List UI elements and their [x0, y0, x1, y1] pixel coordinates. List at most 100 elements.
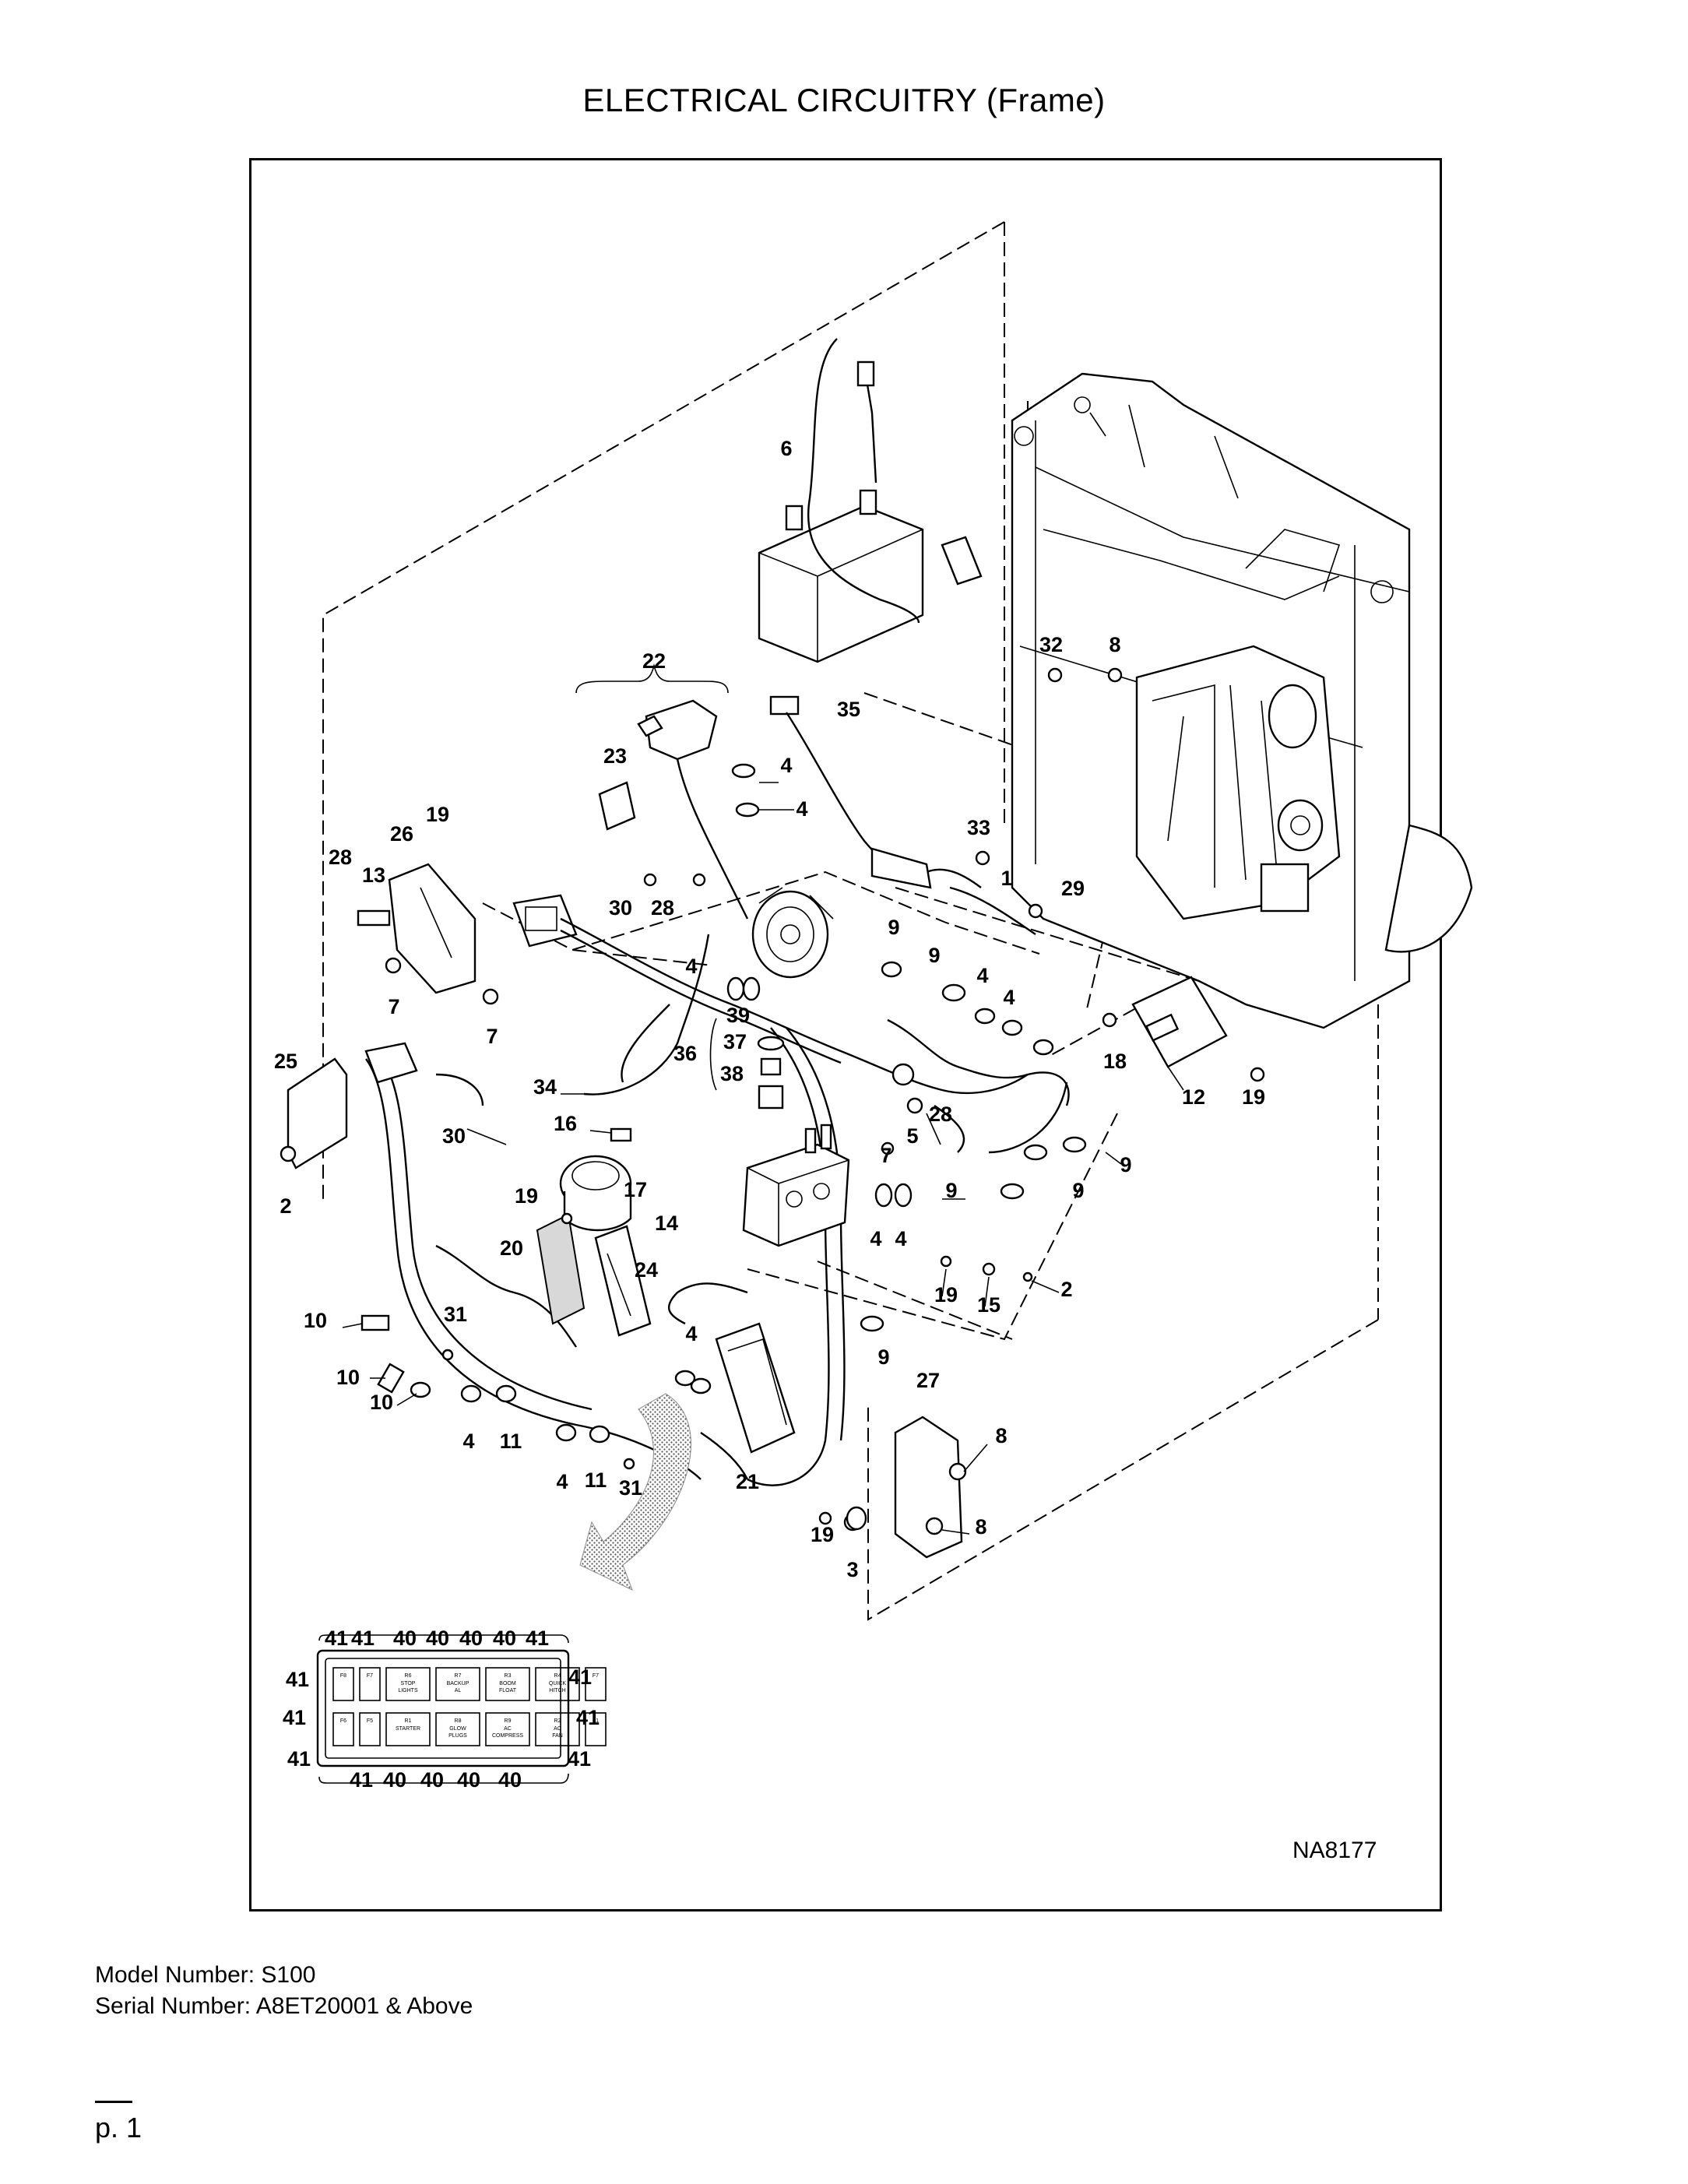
callout-7: 7 — [880, 1144, 891, 1167]
callout-17: 17 — [624, 1178, 647, 1201]
fuse-slot — [359, 1667, 381, 1701]
drawing-number: NA8177 — [1292, 1838, 1377, 1863]
callout-40: 40 — [426, 1627, 449, 1650]
fuse-slot — [585, 1667, 607, 1701]
callout-18: 18 — [1103, 1050, 1127, 1073]
fuse-label: STARTER — [396, 1726, 420, 1732]
callout-13: 13 — [362, 863, 385, 887]
callout-32: 32 — [1039, 633, 1063, 656]
fuse-code: F7 — [593, 1673, 599, 1679]
callout-41: 41 — [283, 1706, 306, 1729]
alternator — [751, 887, 834, 979]
callout-40: 40 — [383, 1768, 406, 1792]
callout-41: 41 — [568, 1665, 592, 1689]
fuse-code: R7 — [455, 1673, 462, 1679]
callout-1: 1 — [1000, 867, 1012, 890]
lower-right-bracket — [843, 1416, 967, 1559]
callout-28: 28 — [329, 846, 352, 869]
battery-assembly — [758, 338, 983, 663]
callout-5: 5 — [906, 1124, 918, 1148]
fuse-slot — [485, 1712, 530, 1746]
callout-7: 7 — [486, 1025, 498, 1048]
fuse-label: AC — [504, 1726, 512, 1732]
callout-31: 31 — [619, 1476, 642, 1500]
model-number: Model Number: S100 — [95, 1962, 316, 1988]
callout-9: 9 — [945, 1179, 957, 1202]
callout-9: 9 — [1072, 1179, 1084, 1202]
callout-40: 40 — [393, 1627, 417, 1650]
fuse-code: F6 — [340, 1718, 346, 1724]
callout-41: 41 — [568, 1747, 591, 1771]
fuse-code: R8 — [455, 1718, 462, 1724]
callout-35: 35 — [837, 698, 860, 721]
fuse-slot — [359, 1712, 381, 1746]
fuse-code: F8 — [340, 1673, 346, 1679]
page-number: p. 1 — [95, 2112, 142, 2144]
fuse-label: AC — [554, 1726, 561, 1732]
callout-36: 36 — [673, 1042, 697, 1065]
callout-4: 4 — [1003, 986, 1015, 1009]
callout-38: 38 — [720, 1062, 744, 1085]
callout-14: 14 — [655, 1212, 678, 1235]
callout-4: 4 — [685, 955, 697, 978]
callout-10: 10 — [304, 1309, 327, 1332]
fuse-code: F1 — [593, 1718, 599, 1724]
fuse-slot — [535, 1667, 580, 1701]
fuse-label: HITCH — [549, 1688, 565, 1693]
callout-41: 41 — [526, 1627, 549, 1650]
callout-7: 7 — [388, 995, 399, 1018]
fuse-label: GLOW — [449, 1726, 466, 1732]
page-title: ELECTRICAL CIRCUITRY (Frame) — [582, 82, 1106, 118]
callout-16: 16 — [554, 1112, 577, 1135]
access-panel — [1102, 976, 1265, 1082]
fuse-code: R2 — [554, 1718, 561, 1724]
callout-40: 40 — [420, 1768, 444, 1792]
callout-19: 19 — [934, 1283, 958, 1307]
controller-module — [715, 1322, 796, 1454]
callout-31: 31 — [444, 1303, 467, 1326]
control-valve-block — [742, 1124, 850, 1247]
callout-4: 4 — [462, 1430, 474, 1453]
callout-27: 27 — [916, 1369, 940, 1392]
fuse-label: BACKUP — [447, 1681, 469, 1686]
callout-19: 19 — [811, 1523, 834, 1546]
fuse-slot — [585, 1712, 607, 1746]
fuse-code: R4 — [554, 1673, 561, 1679]
callout-41: 41 — [351, 1627, 375, 1650]
callout-23: 23 — [603, 744, 627, 768]
callout-37: 37 — [723, 1030, 747, 1053]
callout-20: 20 — [500, 1236, 523, 1260]
callout-4: 4 — [796, 797, 807, 821]
diagram-frame — [249, 158, 1442, 1911]
serial-number: Serial Number: A8ET20001 & Above — [95, 1993, 473, 2019]
callout-3: 3 — [846, 1558, 858, 1581]
fuse-box-group — [575, 663, 749, 920]
callout-11: 11 — [585, 1468, 607, 1492]
callout-19: 19 — [515, 1184, 538, 1208]
main-wire-harness — [365, 917, 1070, 1486]
callout-29: 29 — [1061, 877, 1085, 900]
callout-4: 4 — [870, 1227, 881, 1250]
callout-25: 25 — [274, 1050, 297, 1073]
callout-41: 41 — [350, 1768, 373, 1792]
callout-9: 9 — [888, 916, 899, 939]
callout-24: 24 — [635, 1258, 658, 1282]
fuse-slot — [435, 1712, 480, 1746]
fuse-slot — [485, 1667, 530, 1701]
callout-6: 6 — [780, 437, 792, 460]
callout-33: 33 — [967, 816, 990, 839]
callout-2: 2 — [280, 1194, 291, 1218]
callout-4: 4 — [556, 1470, 568, 1493]
fuse-code: R1 — [405, 1718, 412, 1724]
fuse-label: STOP — [401, 1681, 416, 1686]
fuse-slot — [385, 1667, 431, 1701]
fuse-code: F7 — [367, 1673, 373, 1679]
callout-12: 12 — [1182, 1085, 1205, 1109]
fuse-label: QUICK — [549, 1681, 567, 1686]
callout-4: 4 — [685, 1322, 697, 1345]
callout-34: 34 — [533, 1075, 557, 1099]
callout-41: 41 — [576, 1706, 600, 1729]
callout-41: 41 — [287, 1747, 311, 1771]
